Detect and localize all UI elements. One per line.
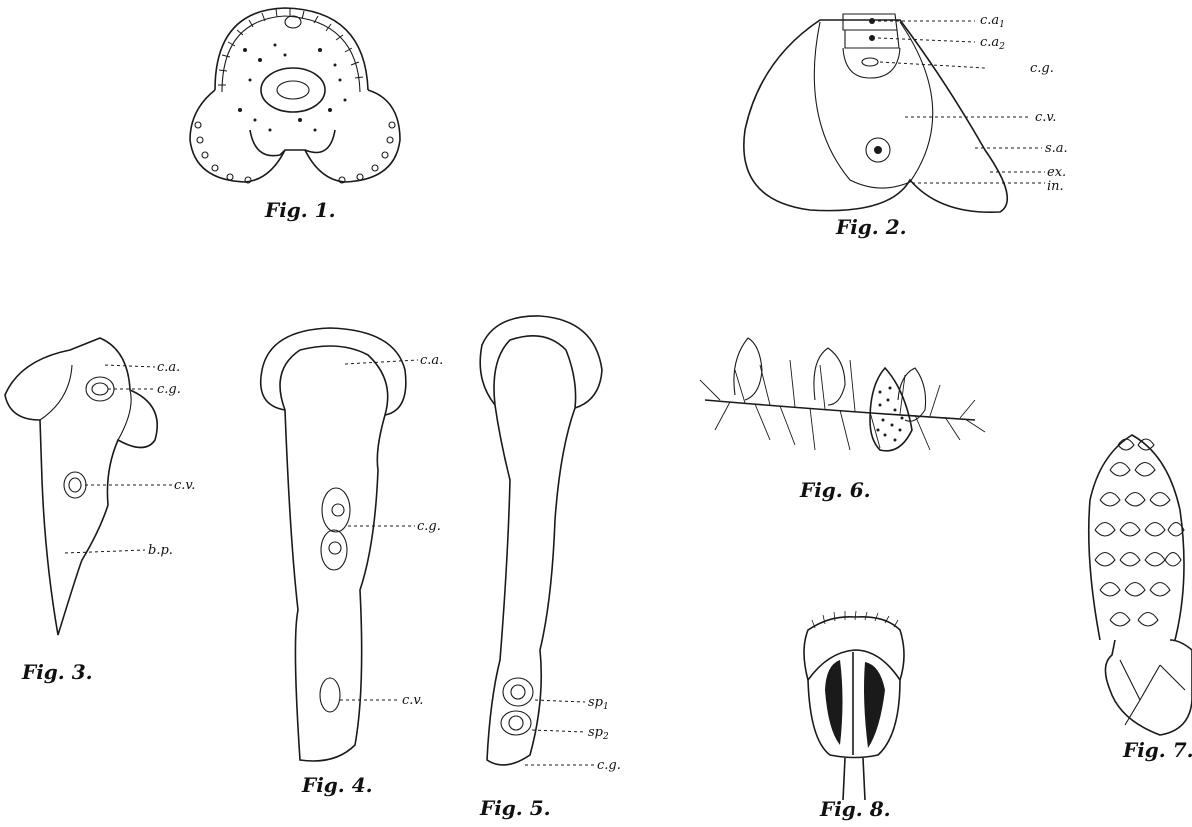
fig5-label-sp1: sp1: [588, 695, 609, 712]
fig2-label-cg: c.g.: [1030, 61, 1054, 76]
fig3-label-cg: c.g.: [157, 382, 181, 397]
fig6-caption: Fig. 6.: [799, 478, 871, 502]
fig3-label-bp: b.p.: [148, 543, 173, 558]
fig3-label-ca: c.a.: [157, 360, 180, 375]
fig5-label-sp2: sp2: [588, 725, 609, 742]
fig2-label-in: in.: [1047, 179, 1064, 194]
fig2-label-ex: ex.: [1047, 165, 1066, 180]
fig6-drawing: [700, 338, 985, 451]
fig4-caption: Fig. 4.: [301, 773, 373, 797]
fig2-label-sa: s.a.: [1045, 141, 1068, 156]
fig8-caption: Fig. 8.: [819, 797, 891, 821]
fig5-drawing: [480, 316, 602, 765]
fig2-caption: Fig. 2.: [835, 215, 907, 239]
fig3-caption: Fig. 3.: [21, 660, 93, 684]
fig8-drawing: [804, 611, 904, 800]
fig3-label-cv: c.v.: [174, 478, 195, 493]
fig7-caption: Fig. 7.: [1122, 738, 1192, 762]
fig4-label-cv: c.v.: [402, 693, 423, 708]
fig3-drawing: [5, 338, 172, 635]
fig2-label-cv: c.v.: [1035, 110, 1056, 125]
fig4-label-ca: c.a.: [420, 353, 443, 368]
fig4-drawing: [261, 328, 418, 761]
fig1-drawing: [190, 8, 400, 183]
fig5-label-cg: c.g.: [597, 758, 621, 773]
fig4-label-cg: c.g.: [417, 519, 441, 534]
fig2-label-ca2: c.a2: [980, 35, 1005, 52]
fig7-drawing: [1089, 435, 1192, 735]
fig1-caption: Fig. 1.: [264, 198, 336, 222]
fig2-label-ca1: c.a1: [980, 13, 1005, 30]
fig5-caption: Fig. 5.: [479, 796, 551, 820]
